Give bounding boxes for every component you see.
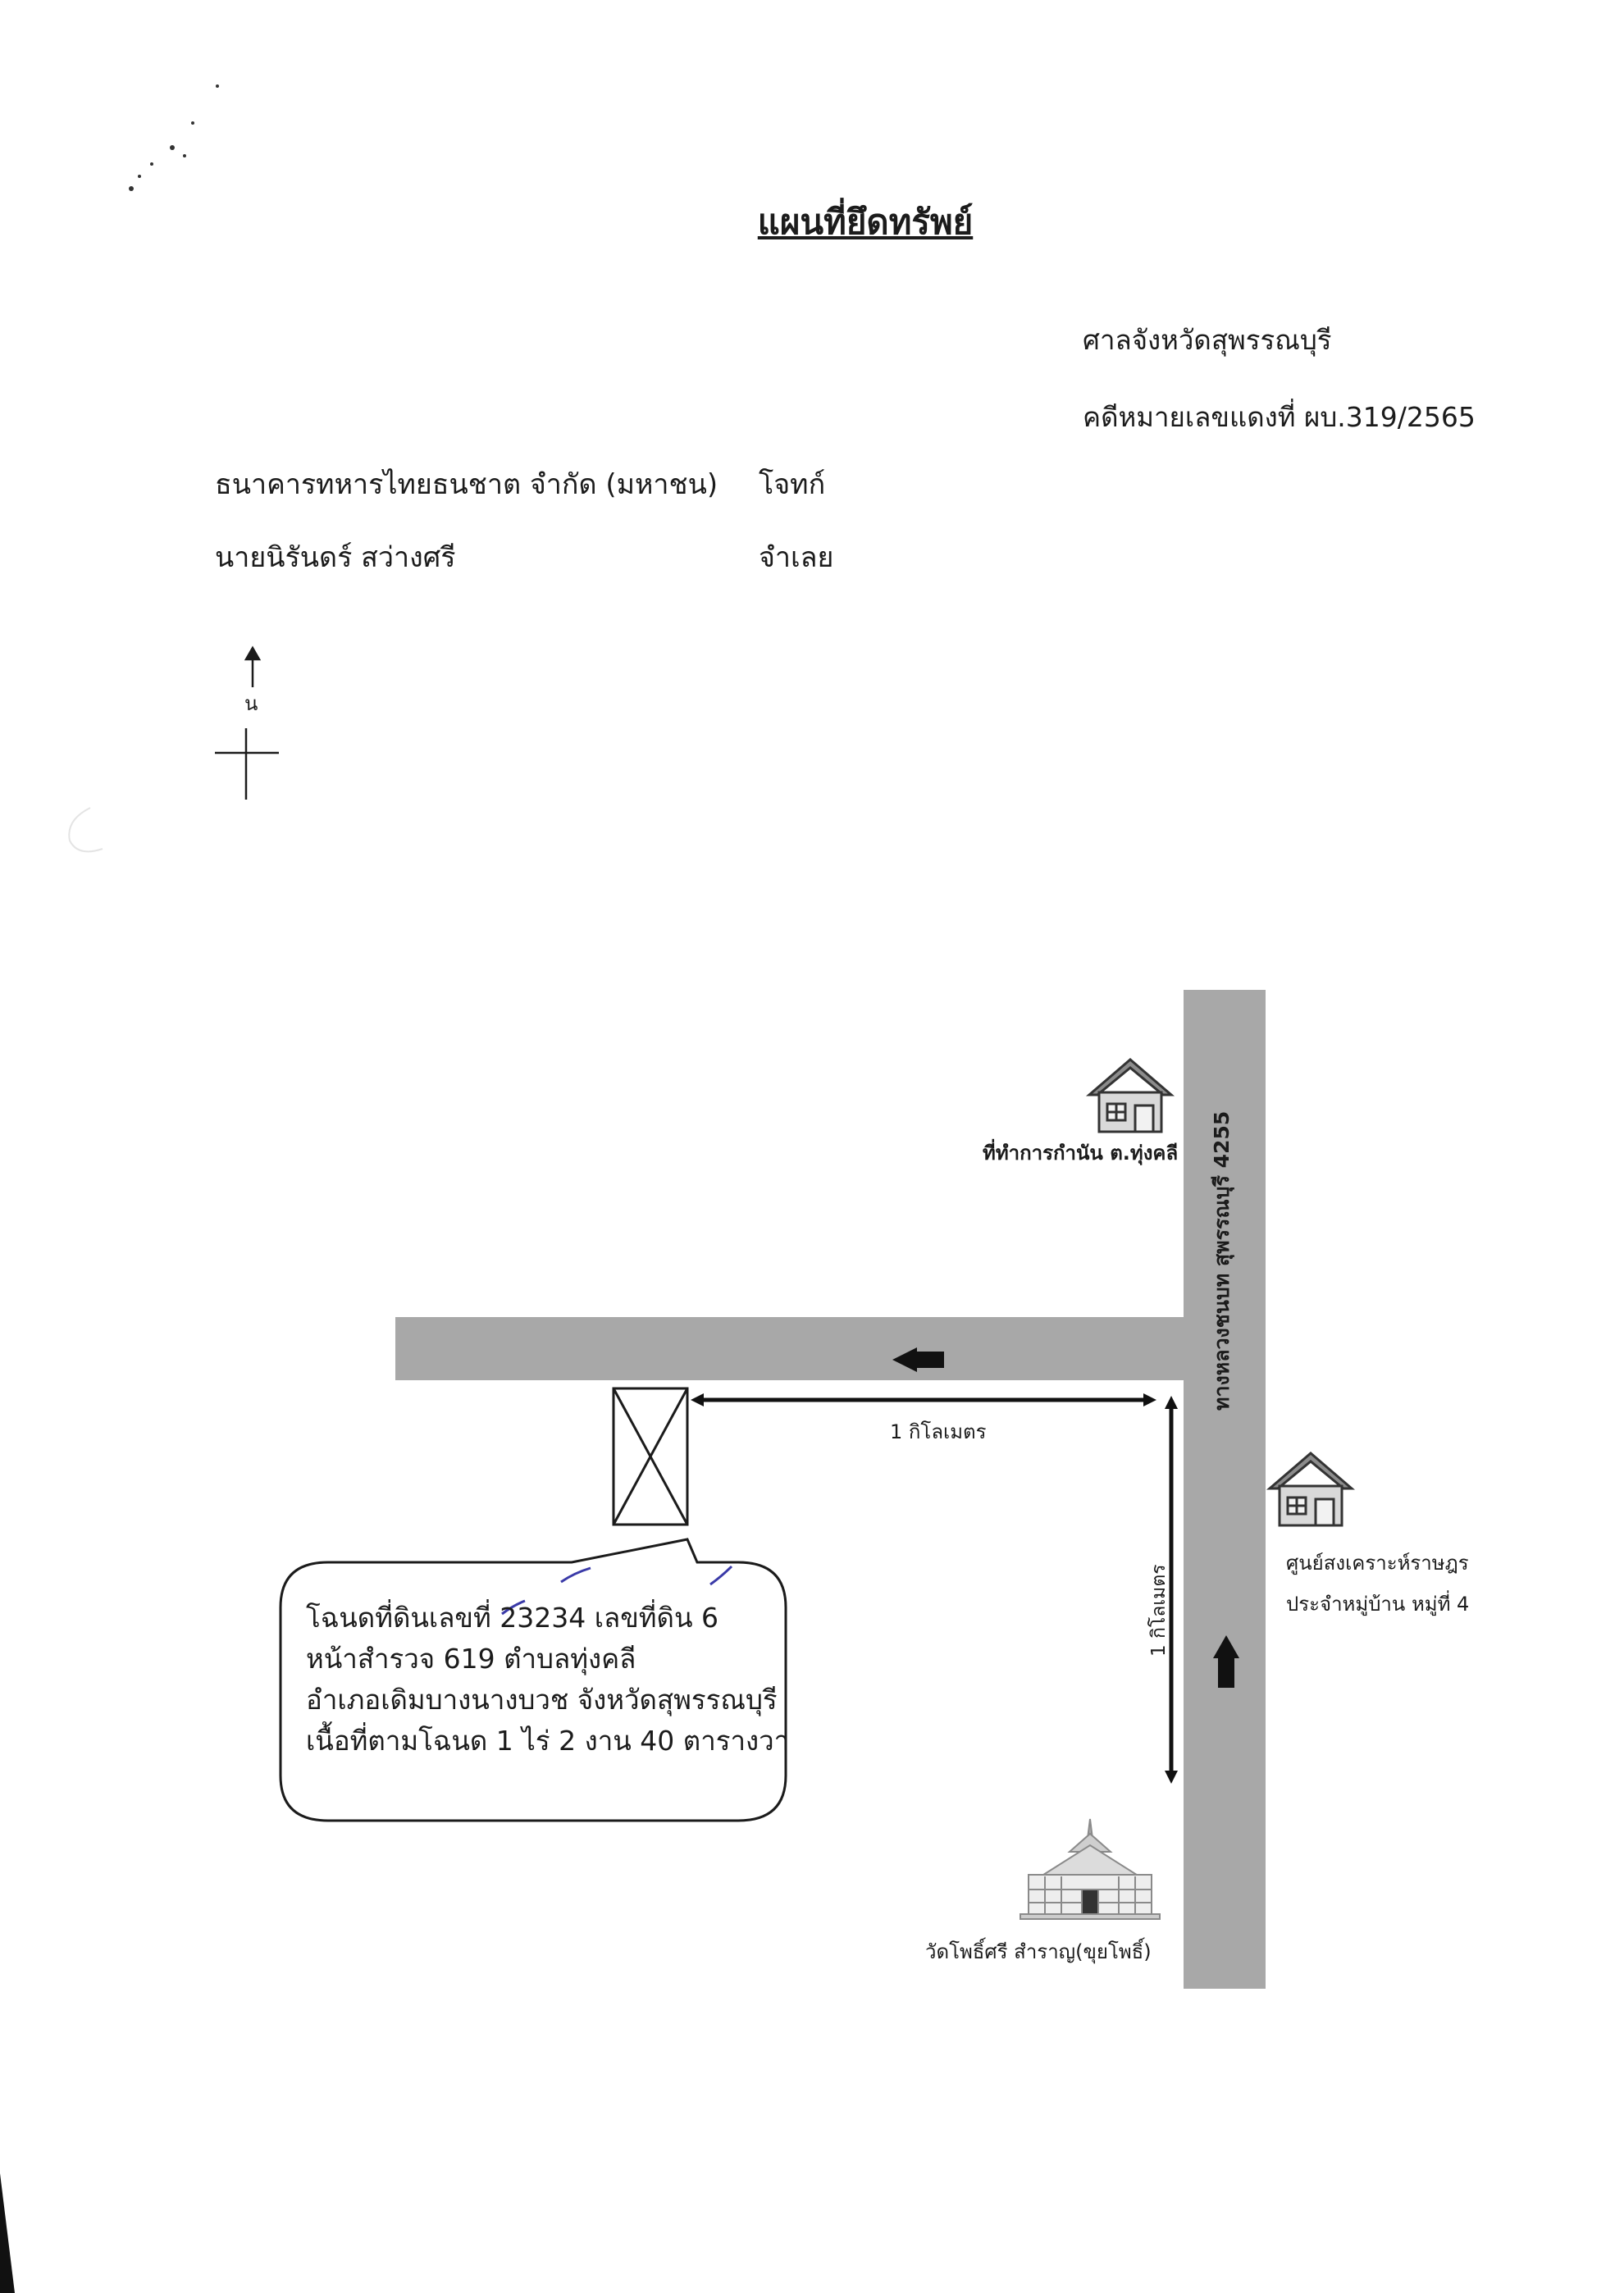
deed-line: อำเภอเดิมบางนางบวช จังหวัดสุพรรณบุรี bbox=[306, 1684, 778, 1716]
deed-line: หน้าสำรวจ 619 ตำบลทุ่งคลี bbox=[306, 1643, 636, 1675]
scan-marks bbox=[129, 84, 219, 191]
landmark-welfare-center-line1: ศูนย์สงเคราะห์ราษฎร bbox=[1286, 1552, 1469, 1575]
deed-info-text: โฉนดที่ดินเลขที่ 23234 เลขที่ดิน 6 หน้าส… bbox=[283, 1558, 790, 1817]
distance-arrow-vertical bbox=[1165, 1396, 1178, 1784]
house-icon bbox=[1085, 1058, 1175, 1133]
defendant-name: นายนิรันดร์ สว่างศรี bbox=[215, 541, 456, 574]
highway-label: ทางหลวงชนบท สุพรรณบุรี 4255 bbox=[1210, 1110, 1234, 1411]
road-up-arrow bbox=[1213, 1635, 1239, 1688]
court-name: ศาลจังหวัดสุพรรณบุรี bbox=[1083, 324, 1332, 356]
plaintiff-name: ธนาคารทหารไทยธนชาต จำกัด (มหาชน) bbox=[215, 468, 718, 501]
house-icon bbox=[1266, 1452, 1356, 1527]
landmark-temple: วัดโพธิ์ศรี สำราญ(ขุยโพธิ์) bbox=[925, 1940, 1152, 1963]
road-horizontal bbox=[395, 1317, 1184, 1380]
distance-label-vertical: 1 กิโลเมตร bbox=[1148, 1564, 1170, 1657]
landmark-welfare-center-line2: ประจำหมู่บ้าน หมู่ที่ 4 bbox=[1286, 1593, 1470, 1616]
pen-check-marks bbox=[501, 1565, 733, 1616]
deed-callout-bubble bbox=[279, 1538, 787, 1822]
road-left-arrow bbox=[892, 1347, 944, 1372]
highway-vertical bbox=[1184, 990, 1266, 1989]
land-plot bbox=[612, 1387, 689, 1526]
plaintiff-role: โจทก์ bbox=[759, 468, 826, 501]
scan-corner-shadow bbox=[0, 2173, 15, 2293]
distance-arrow-horizontal bbox=[691, 1393, 1156, 1406]
document-title: แผนที่ยึดทรัพย์ bbox=[757, 202, 974, 242]
defendant-role: จำเลย bbox=[759, 541, 834, 574]
landmark-kamnan-office: ที่ทำการกำนัน ต.ทุ่งคลี bbox=[983, 1142, 1179, 1165]
deed-line: โฉนดที่ดินเลขที่ 23234 เลขที่ดิน 6 bbox=[306, 1602, 718, 1634]
temple-icon bbox=[1020, 1818, 1161, 1920]
distance-label-horizontal: 1 กิโลเมตร bbox=[890, 1420, 987, 1443]
case-number: คดีหมายเลขแดงที่ ผบ.319/2565 bbox=[1083, 401, 1476, 433]
page-stain bbox=[68, 807, 103, 853]
north-label: น bbox=[244, 692, 258, 715]
north-compass bbox=[215, 645, 279, 800]
deed-line: เนื้อที่ตามโฉนด 1 ไร่ 2 งาน 40 ตารางวา bbox=[306, 1725, 790, 1757]
